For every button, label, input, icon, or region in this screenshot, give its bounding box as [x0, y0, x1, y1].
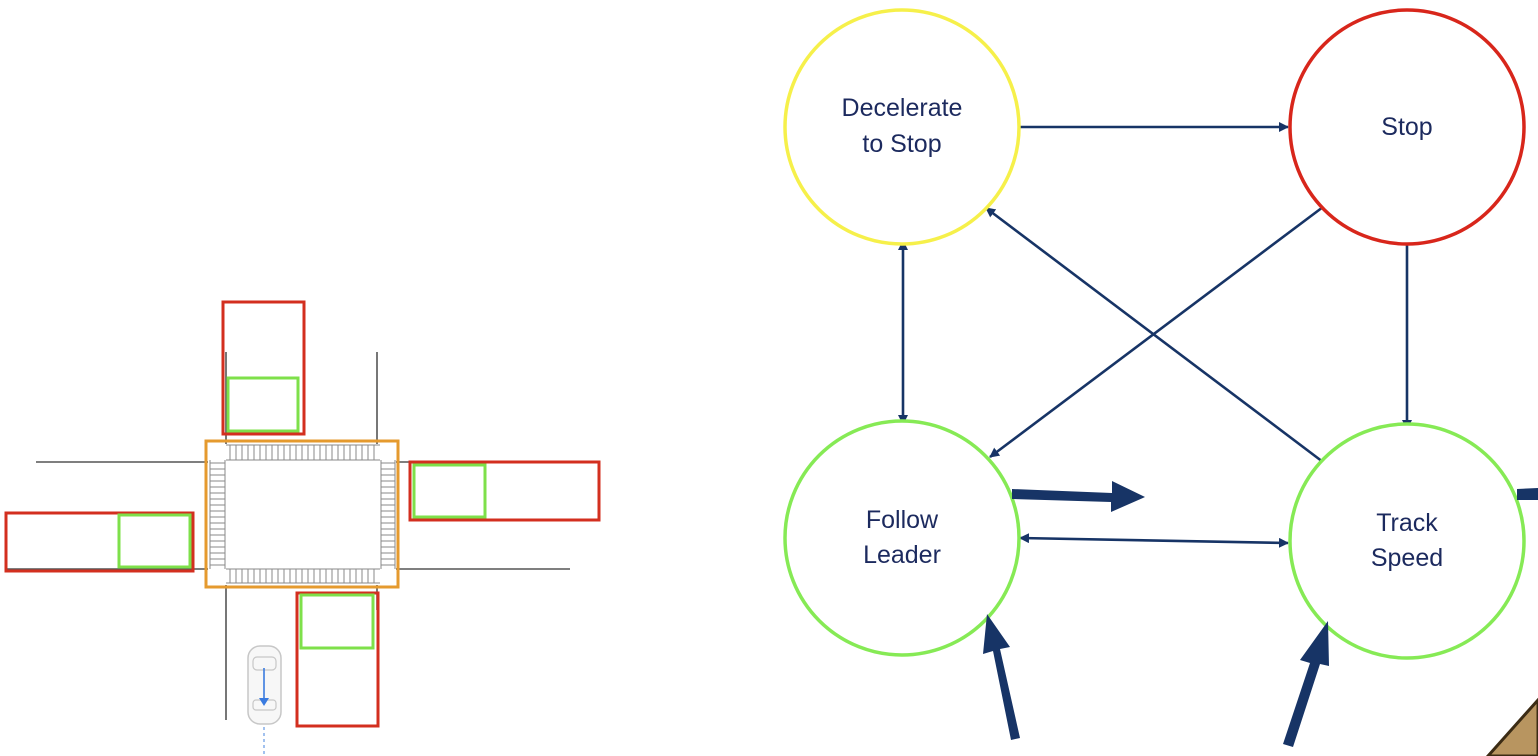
label-decelerate-line2: to Stop: [862, 130, 941, 158]
corner-decoration: [1485, 697, 1538, 756]
edge-track-to-decelerate: [985, 206, 1324, 464]
west-stop-zone: [4, 511, 195, 573]
east-slow-zone: [412, 463, 487, 519]
south-stop-zone: [295, 591, 380, 728]
north-stop-zone: [221, 300, 306, 436]
label-track-line2: Speed: [1371, 544, 1443, 572]
state-machine-diagram: Decelerate to Stop Stop Follow Leader Tr…: [783, 8, 1538, 756]
entry-follow-leader: [983, 614, 1020, 740]
label-stop: Stop: [1381, 113, 1432, 141]
edge-highlight: [1517, 488, 1538, 500]
edge-follow-track-bidirectional: [1019, 533, 1289, 548]
state-track-speed: [1288, 422, 1526, 660]
highlight-arrows: [983, 481, 1538, 747]
transition-edges: [898, 122, 1412, 548]
south-slow-zone: [299, 593, 375, 650]
north-slow-zone: [226, 376, 300, 433]
intersection-diagram: [4, 300, 601, 756]
east-stop-zone: [408, 460, 601, 522]
intersection-box: [204, 439, 400, 589]
label-follow-line1: Follow: [866, 506, 939, 534]
label-follow-line2: Leader: [863, 541, 941, 569]
edge-stop-to-follow: [989, 205, 1324, 459]
entry-track-speed: [1283, 621, 1329, 747]
crosswalks: [209, 444, 396, 584]
car-icon: [247, 645, 282, 725]
state-stop: [1288, 8, 1526, 246]
label-track-line1: Track: [1376, 509, 1438, 537]
label-decelerate-line1: Decelerate: [842, 94, 963, 122]
follow-to-track-highlight: [1012, 481, 1145, 512]
state-decelerate-to-stop: [783, 8, 1021, 246]
state-follow-leader: [783, 419, 1021, 657]
west-slow-zone: [117, 513, 192, 569]
